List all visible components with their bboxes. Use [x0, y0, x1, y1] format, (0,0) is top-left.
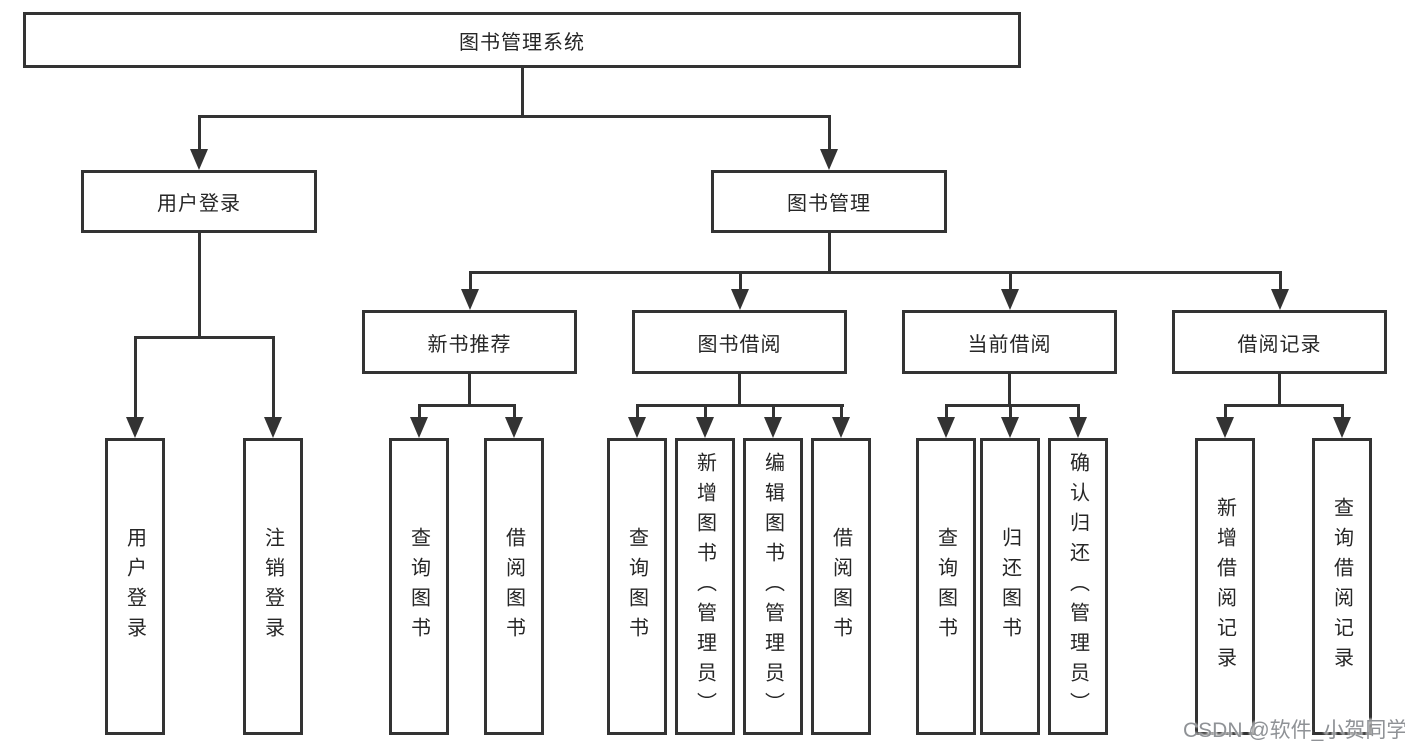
arrowhead-icon	[1069, 417, 1087, 438]
connector-line	[271, 336, 275, 423]
arrowhead-icon	[190, 149, 208, 170]
arrowhead-icon	[731, 289, 749, 310]
arrowhead-icon	[820, 149, 838, 170]
leaf-add-book-admin: 新增图书（管理员）	[675, 438, 735, 735]
leaf-return-book: 归还图书	[980, 438, 1040, 735]
connector-line	[197, 115, 201, 154]
leaf-logout: 注销登录	[243, 438, 303, 735]
leaf-borrow-books-recommend: 借阅图书	[484, 438, 544, 735]
connector-line	[1278, 271, 1282, 295]
connector-line	[417, 404, 516, 407]
connector-line	[827, 115, 831, 154]
connector-line	[133, 336, 275, 339]
leaf-add-borrow-record: 新增借阅记录	[1195, 438, 1255, 735]
connector-line	[1223, 404, 1344, 407]
arrowhead-icon	[461, 289, 479, 310]
arrowhead-icon	[764, 417, 782, 438]
leaf-query-books-borrowing: 查询图书	[607, 438, 667, 735]
connector-line	[944, 404, 948, 423]
arrowhead-icon	[937, 417, 955, 438]
watermark: CSDN @软件_小贺同学	[1183, 719, 1405, 742]
connector-line	[738, 271, 742, 295]
connector-line	[197, 233, 201, 339]
connector-line	[468, 271, 1282, 274]
arrowhead-icon	[1216, 417, 1234, 438]
arrowhead-icon	[1333, 417, 1351, 438]
node-borrowing-records: 借阅记录	[1172, 310, 1387, 374]
connector-line	[133, 336, 137, 423]
leaf-query-borrow-record: 查询借阅记录	[1312, 438, 1372, 735]
arrowhead-icon	[126, 417, 144, 438]
leaf-borrow-books-borrowing: 借阅图书	[811, 438, 871, 735]
connector-line	[1278, 374, 1281, 407]
leaf-confirm-return-admin: 确认归还（管理员）	[1048, 438, 1108, 735]
connector-line	[738, 374, 741, 407]
arrowhead-icon	[696, 417, 714, 438]
arrowhead-icon	[628, 417, 646, 438]
connector-line	[703, 404, 707, 423]
connector-line	[520, 68, 524, 117]
node-new-book-recommend: 新书推荐	[362, 310, 577, 374]
connector-line	[417, 404, 421, 423]
leaf-query-books-recommend: 查询图书	[389, 438, 449, 735]
leaf-edit-book-admin: 编辑图书（管理员）	[743, 438, 803, 735]
connector-line	[1076, 404, 1080, 423]
connector-line	[1223, 404, 1227, 423]
connector-line	[827, 233, 831, 274]
node-user-login: 用户登录	[81, 170, 317, 233]
connector-line	[1340, 404, 1344, 423]
connector-line	[944, 404, 1080, 407]
node-book-management: 图书管理	[711, 170, 947, 233]
connector-line	[1008, 404, 1012, 423]
connector-line	[1008, 271, 1012, 295]
connector-line	[635, 404, 844, 407]
connector-line	[839, 404, 843, 423]
connector-line	[771, 404, 775, 423]
arrowhead-icon	[1271, 289, 1289, 310]
connector-line	[468, 271, 472, 295]
leaf-query-books-current: 查询图书	[916, 438, 976, 735]
connector-line	[468, 374, 471, 407]
connector-line	[1008, 374, 1011, 407]
arrowhead-icon	[832, 417, 850, 438]
arrowhead-icon	[410, 417, 428, 438]
connector-line	[197, 115, 831, 118]
node-book-borrowing: 图书借阅	[632, 310, 847, 374]
arrowhead-icon	[505, 417, 523, 438]
arrowhead-icon	[1001, 289, 1019, 310]
leaf-user-login: 用户登录	[105, 438, 165, 735]
node-library-management-system: 图书管理系统	[23, 12, 1021, 68]
connector-line	[635, 404, 639, 423]
connector-line	[512, 404, 516, 423]
arrowhead-icon	[264, 417, 282, 438]
node-current-borrowing: 当前借阅	[902, 310, 1117, 374]
arrowhead-icon	[1001, 417, 1019, 438]
